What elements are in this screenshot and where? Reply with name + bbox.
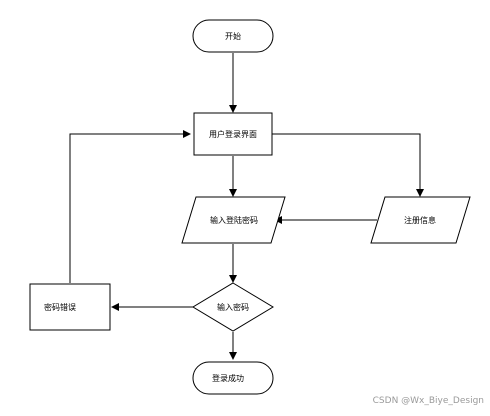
login-ui-process-shape: [193, 112, 273, 156]
login-success-terminator-shape: [192, 361, 274, 395]
register-info-data-shape: [370, 196, 471, 244]
start-label: 开始: [225, 31, 241, 41]
login-success-label: 登录成功: [212, 373, 244, 383]
nodes-group: [29, 19, 471, 395]
csdn-watermark: CSDN @Wx_Biye_Design: [372, 396, 484, 406]
edges-group: [69, 53, 424, 360]
login-ui-label: 用户登录界面: [209, 129, 257, 139]
edge-login-ui-to-register-info: [272, 133, 424, 197]
input-credentials-data-shape: [181, 196, 286, 244]
start-terminator-shape: [192, 19, 274, 53]
check-password-decision-shape: [192, 282, 274, 332]
input-credentials-label: 输入登陆密码: [210, 215, 258, 225]
password-error-process-shape: [29, 283, 111, 331]
password-error-label: 密码错误: [44, 302, 76, 312]
check-password-label: 输入密码: [217, 302, 249, 312]
register-info-label: 注册信息: [404, 215, 436, 225]
edge-password-error-to-login-ui: [69, 130, 191, 283]
